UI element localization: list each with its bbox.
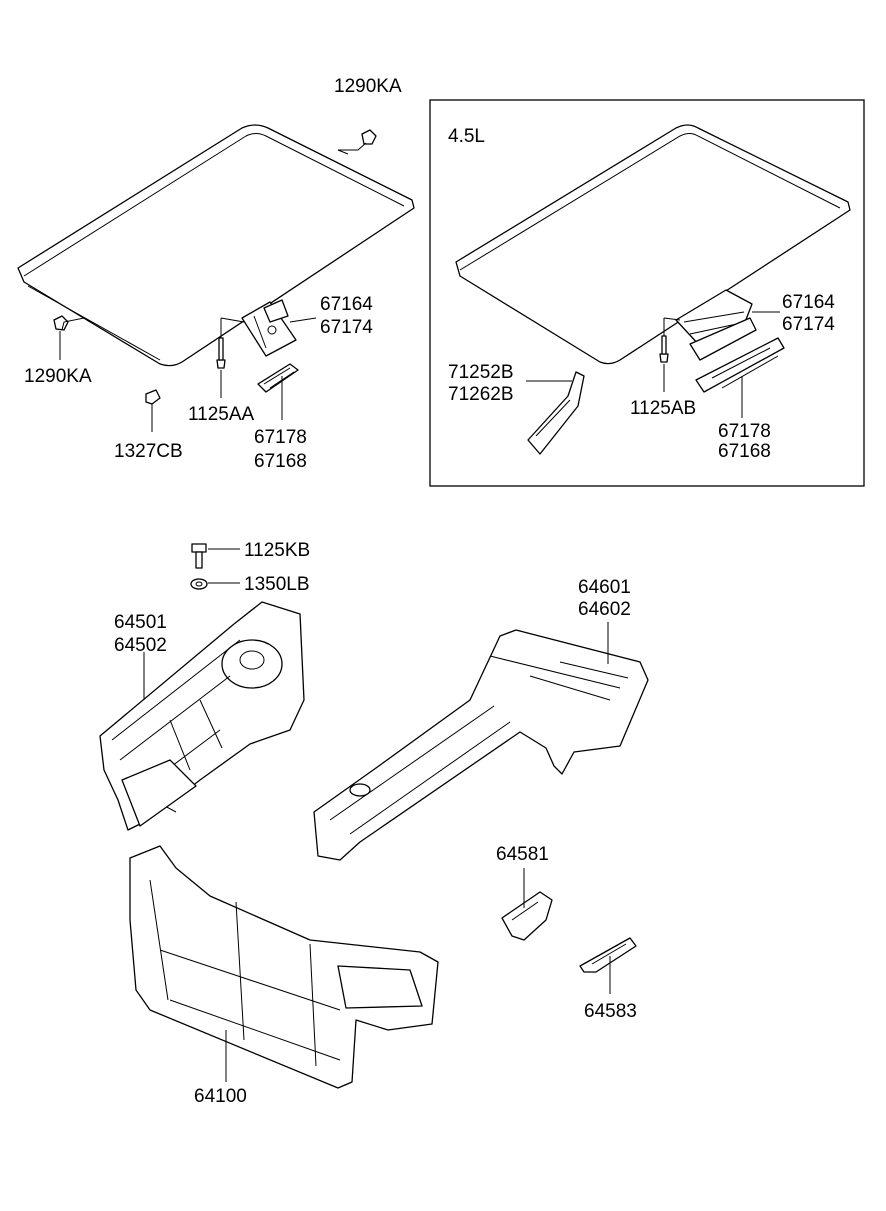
rail-67178: [257, 363, 299, 420]
callout-67164: 67164: [320, 294, 373, 315]
callout-67174: 67174: [320, 317, 373, 338]
inset-label: 4.5L: [448, 126, 485, 147]
inset-roof-panel: [455, 124, 851, 365]
inset-rail-67178: [695, 337, 785, 418]
bracket-67164: [241, 299, 297, 357]
callout-64602: 64602: [578, 599, 631, 620]
callout-1125AB: 1125AB: [630, 398, 696, 419]
bracket-64581: [501, 868, 553, 941]
callout-67178: 67178: [254, 427, 307, 448]
nut-1350LB: [190, 578, 240, 590]
bolt-1125AA: [216, 317, 245, 398]
inset-bracket-67164: [675, 289, 757, 361]
callout-inset-67164: 67164: [782, 292, 835, 313]
inset-side-bracket-71252B: [526, 371, 585, 455]
bolt-1125KB: [191, 543, 240, 569]
callout-1327CB: 1327CB: [114, 441, 183, 462]
inset-frame: [429, 99, 865, 487]
callout-64581: 64581: [496, 844, 549, 865]
callout-71262B: 71262B: [448, 384, 514, 405]
inset-bolt-1125AB: [659, 317, 681, 392]
bracket-64583: [579, 937, 637, 994]
callout-1125KB: 1125KB: [244, 540, 310, 561]
side-member-64601: [313, 622, 649, 861]
roof-panel: [17, 124, 415, 367]
callout-71252B: 71252B: [448, 362, 514, 383]
callout-inset-67178: 67178: [718, 421, 771, 442]
callout-67168: 67168: [254, 451, 307, 472]
callout-labels: 1290KA 1290KA 67164 67174 1327CB 1125AA …: [24, 76, 835, 1107]
callout-64583: 64583: [584, 1001, 637, 1022]
callout-64100: 64100: [194, 1086, 247, 1107]
roof-clip-left: [53, 315, 91, 360]
plug-1327CB: [145, 389, 161, 432]
callout-inset-67174: 67174: [782, 314, 835, 335]
callout-1290KA-top: 1290KA: [334, 76, 402, 97]
radiator-support-64100: [129, 845, 439, 1089]
callout-64601: 64601: [578, 577, 631, 598]
callout-64502: 64502: [114, 635, 167, 656]
callout-1350LB: 1350LB: [244, 574, 310, 595]
callout-64501: 64501: [114, 612, 167, 633]
fender-apron-64501: [99, 601, 305, 831]
callout-1125AA: 1125AA: [188, 404, 255, 425]
callout-1290KA-left: 1290KA: [24, 366, 92, 387]
roof-clip-top: [337, 129, 377, 155]
callout-inset-67168: 67168: [718, 441, 771, 462]
